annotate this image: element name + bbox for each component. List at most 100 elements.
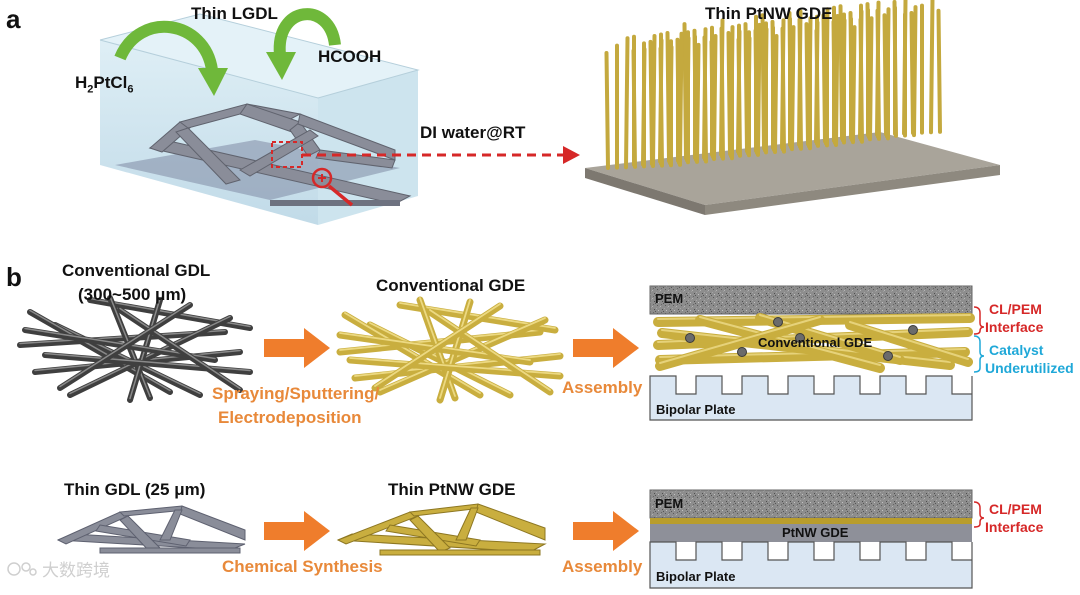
gde-fiber — [341, 311, 484, 399]
underutilized-label: Underutilized — [985, 360, 1074, 376]
nanowire — [780, 26, 786, 154]
assembly-label-1: Assembly — [562, 378, 643, 397]
orange-arrow-1 — [264, 328, 330, 368]
orange-arrow-4 — [573, 511, 639, 551]
ptnw-interface-layer — [650, 518, 972, 524]
nanowire — [851, 25, 857, 145]
green-arrow-left — [114, 20, 218, 72]
bracket-2 — [973, 335, 985, 373]
nanowire — [604, 51, 610, 170]
nanowire — [678, 31, 684, 167]
gdl-fiber-highlight — [44, 352, 251, 372]
green-arrowhead-left — [198, 68, 228, 96]
nanowire — [695, 42, 701, 164]
assembly-label-2: Assembly — [562, 557, 643, 576]
bipolar-plate-label-1: Bipolar Plate — [656, 402, 736, 417]
gdl-fiber-highlight — [59, 302, 191, 388]
bracket-3 — [973, 501, 985, 528]
ptnw-gde-layer — [650, 524, 972, 542]
process-label-line1: Spraying/Sputtering/ — [212, 384, 380, 403]
magnifier-icon — [311, 167, 354, 207]
orange-arrow-3 — [264, 511, 330, 551]
thin-gdl-label: Thin GDL (25 μm) — [64, 480, 206, 499]
gdl-fiber-highlight — [54, 322, 201, 395]
nanowire — [868, 16, 874, 142]
nanowire — [834, 14, 840, 147]
bracket-1 — [973, 306, 985, 335]
nanowire — [936, 8, 942, 134]
conventional-gdl-label: Conventional GDL — [62, 261, 211, 280]
stack-gde-fiber-highlight — [699, 316, 881, 366]
gde-fiber-highlight — [344, 312, 481, 394]
ptnw-gde-stack-label: PtNW GDE — [782, 525, 849, 540]
bipolar-plate-1 — [649, 375, 973, 421]
gde-fiber-highlight — [374, 303, 501, 387]
stack-gde-fiber — [655, 347, 970, 365]
di-water-label: DI water@RT — [420, 123, 526, 142]
fiber-end — [685, 333, 695, 343]
gdl-fiber — [57, 302, 193, 391]
stack-gde-fiber — [845, 320, 973, 367]
pem-label-1: PEM — [655, 291, 684, 306]
watermark-logo-icon — [7, 562, 37, 576]
nanowire-array — [604, 0, 942, 170]
gde-fiber — [376, 316, 549, 396]
fiber-end — [883, 351, 893, 361]
reagent-h2ptcl6: H2PtCl6 — [75, 73, 134, 96]
stack-gde-fiber-highlight — [659, 316, 821, 364]
nanowire — [702, 35, 708, 164]
conventional-gde-fibers — [336, 296, 564, 404]
ptnw-substrate-top — [585, 132, 1000, 205]
interface-label-1: Interface — [985, 319, 1044, 335]
nanowire — [858, 17, 864, 144]
ptnw-gde — [585, 0, 1000, 215]
gde-fiber — [371, 302, 504, 392]
process-label-line2: Electrodeposition — [218, 408, 362, 427]
nanowire — [790, 25, 796, 152]
orange-arrow-2 — [573, 328, 639, 368]
nanowire — [773, 34, 779, 154]
thin-lgdl-title: Thin LGDL — [191, 4, 278, 23]
thin-gdl-mesh — [56, 505, 246, 554]
bipolar-plate-2 — [649, 541, 973, 589]
lgdl-mesh — [148, 103, 412, 205]
interface-label-2: Interface — [985, 519, 1044, 535]
nanowire — [814, 28, 820, 148]
gdl-fiber-highlight — [69, 315, 231, 395]
watermark-text: 大数跨境 — [42, 561, 110, 580]
gdl-fiber — [27, 309, 173, 395]
pem-label-2: PEM — [655, 496, 684, 511]
gdl-fiber-highlight — [119, 307, 241, 390]
stack-1-gde-fibers — [653, 313, 975, 373]
stack-2 — [649, 489, 985, 589]
conventional-gdl-thickness: (300~500 μm) — [78, 285, 187, 304]
gde-fiber — [426, 308, 554, 396]
gdl-fiber — [67, 315, 233, 398]
gdl-fiber — [117, 307, 243, 393]
nanowire — [892, 0, 898, 138]
fiber-end — [795, 333, 805, 343]
gdl-fiber — [42, 352, 253, 375]
bipolar-plate-label-2: Bipolar Plate — [656, 569, 736, 584]
gdl-fiber-highlight — [29, 309, 171, 392]
stack-gde-fiber — [755, 313, 905, 365]
reagent-hcooh: HCOOH — [318, 47, 382, 66]
catalyst-label: Catalyst — [989, 342, 1044, 358]
ptnw-substrate-front — [585, 168, 705, 215]
nanowire — [631, 48, 637, 169]
pem-layer-2 — [649, 489, 973, 519]
fiber-end — [773, 317, 783, 327]
nanowire — [651, 34, 657, 168]
conventional-gdl-fibers — [17, 295, 253, 403]
fiber-end — [908, 325, 918, 335]
nanowire — [624, 36, 630, 170]
cl-pem-label-2: CL/PEM — [989, 501, 1042, 517]
nanowire — [712, 34, 718, 161]
nanowire — [756, 22, 762, 157]
nanowire — [736, 37, 742, 158]
chemical-synthesis-label: Chemical Synthesis — [222, 557, 383, 576]
stack-gde-fiber-highlight — [849, 321, 969, 360]
stack-1 — [649, 285, 985, 421]
